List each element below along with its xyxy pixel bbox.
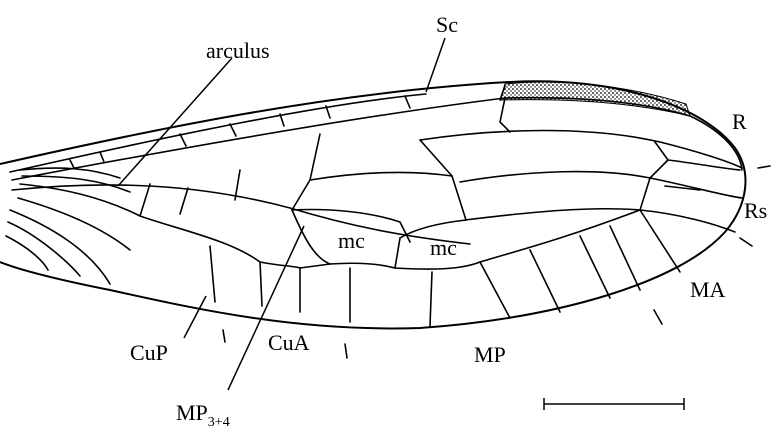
label-mp34-subscript: 3+4: [208, 415, 230, 430]
rs-vein: [420, 131, 742, 169]
crossvein: [580, 236, 610, 298]
crossvein: [300, 264, 330, 268]
label-mc-1: mc: [338, 228, 365, 253]
costal-crossvein: [180, 134, 186, 146]
costal-crossvein: [230, 124, 236, 136]
crossvein: [140, 216, 260, 262]
cell-vein: [330, 263, 395, 268]
crossvein: [480, 262, 510, 318]
cell-vein: [395, 238, 400, 268]
label-cup: CuP: [130, 340, 168, 365]
costal-crossvein: [100, 152, 104, 162]
sc-vein: [10, 94, 426, 172]
cell-vein: [420, 140, 466, 220]
leader-arculus: [118, 58, 232, 186]
r-branch-2: [465, 209, 735, 232]
base-vein-2: [22, 176, 130, 192]
crossvein: [430, 272, 432, 326]
tick-mark: [758, 166, 770, 168]
leader-cup: [184, 296, 206, 338]
costal-crossvein: [70, 160, 74, 168]
crossvein: [530, 250, 560, 312]
label-mc-2: mc: [430, 235, 457, 260]
cell-vein: [650, 142, 668, 178]
tick-mark: [223, 330, 225, 342]
scale-bar: [544, 398, 684, 410]
label-sc: Sc: [436, 12, 458, 37]
crossvein: [210, 246, 215, 302]
label-mp: MP: [474, 342, 506, 367]
crossvein: [610, 226, 640, 290]
leader-sc: [426, 38, 445, 92]
label-cua: CuA: [268, 330, 310, 355]
costal-crossvein: [405, 96, 410, 108]
label-arculus: arculus: [206, 38, 270, 63]
base-vein-4: [18, 198, 130, 250]
cell-vein: [310, 173, 452, 180]
r-vein: [12, 98, 742, 180]
crossvein: [640, 210, 680, 272]
crossvein: [260, 262, 262, 306]
crossvein: [260, 262, 300, 268]
r-branch-1: [460, 172, 742, 198]
pterostigma: [500, 82, 690, 116]
label-r: R: [732, 109, 747, 134]
label-mp34: MP3+4: [176, 400, 230, 430]
tick-mark: [345, 344, 347, 358]
tick-mark: [740, 238, 752, 246]
crossvein: [668, 160, 740, 170]
label-ma: MA: [690, 277, 726, 302]
cell-vein: [292, 134, 320, 210]
tick-mark: [654, 310, 662, 324]
cell-vein: [640, 178, 650, 210]
wing-outline: [0, 81, 745, 328]
crossvein: [180, 188, 188, 214]
label-mp34-base: MP: [176, 400, 208, 425]
crossvein: [140, 184, 150, 216]
cell-vein: [500, 98, 510, 132]
label-rs: Rs: [744, 198, 767, 223]
